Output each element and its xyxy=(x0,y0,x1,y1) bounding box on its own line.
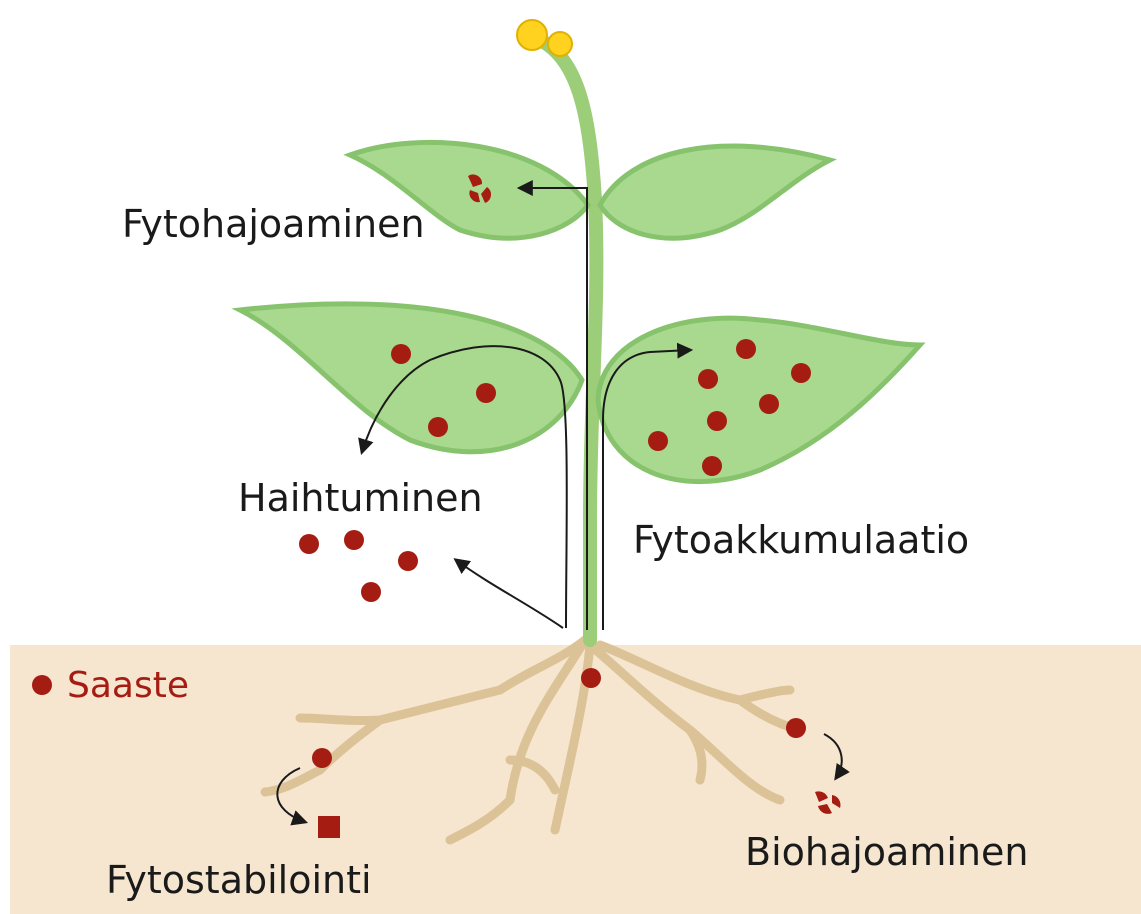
pollutant-dot xyxy=(648,431,668,451)
pollutant-dot xyxy=(344,530,364,550)
pollutant-dot xyxy=(786,718,806,738)
pollutant-dot xyxy=(428,417,448,437)
stabilized-pollutant xyxy=(318,816,340,838)
label-fytohajoaminen: Fytohajoaminen xyxy=(122,202,425,246)
pollutant-dot xyxy=(698,369,718,389)
pollutant-dot xyxy=(702,456,722,476)
pollutant-dot xyxy=(707,411,727,431)
label-haihtuminen: Haihtuminen xyxy=(238,476,483,520)
pollutant-dot xyxy=(736,339,756,359)
pollutant-dot xyxy=(312,748,332,768)
leaf-top-right xyxy=(600,146,830,238)
leaf-mid-left xyxy=(240,304,582,452)
pollutant-dot xyxy=(476,383,496,403)
label-fytoakkumulaatio: Fytoakkumulaatio xyxy=(633,518,969,562)
pollutant-dot xyxy=(391,344,411,364)
pollutant-dot xyxy=(398,551,418,571)
legend-label: Saaste xyxy=(67,665,189,706)
pollutant-dot xyxy=(299,534,319,554)
pollutant-dot xyxy=(759,394,779,414)
leaf-mid-right xyxy=(598,318,920,481)
label-biohajoaminen: Biohajoaminen xyxy=(745,830,1028,874)
arrow-haihtuminen-air xyxy=(456,560,563,628)
pollutant-dot xyxy=(361,582,381,602)
pollutants-air xyxy=(299,530,418,602)
label-fytostabilointi: Fytostabilointi xyxy=(106,858,372,902)
pollutant-dot xyxy=(581,668,601,688)
legend-pollutant-icon xyxy=(32,675,52,695)
pollutant-dot xyxy=(791,363,811,383)
